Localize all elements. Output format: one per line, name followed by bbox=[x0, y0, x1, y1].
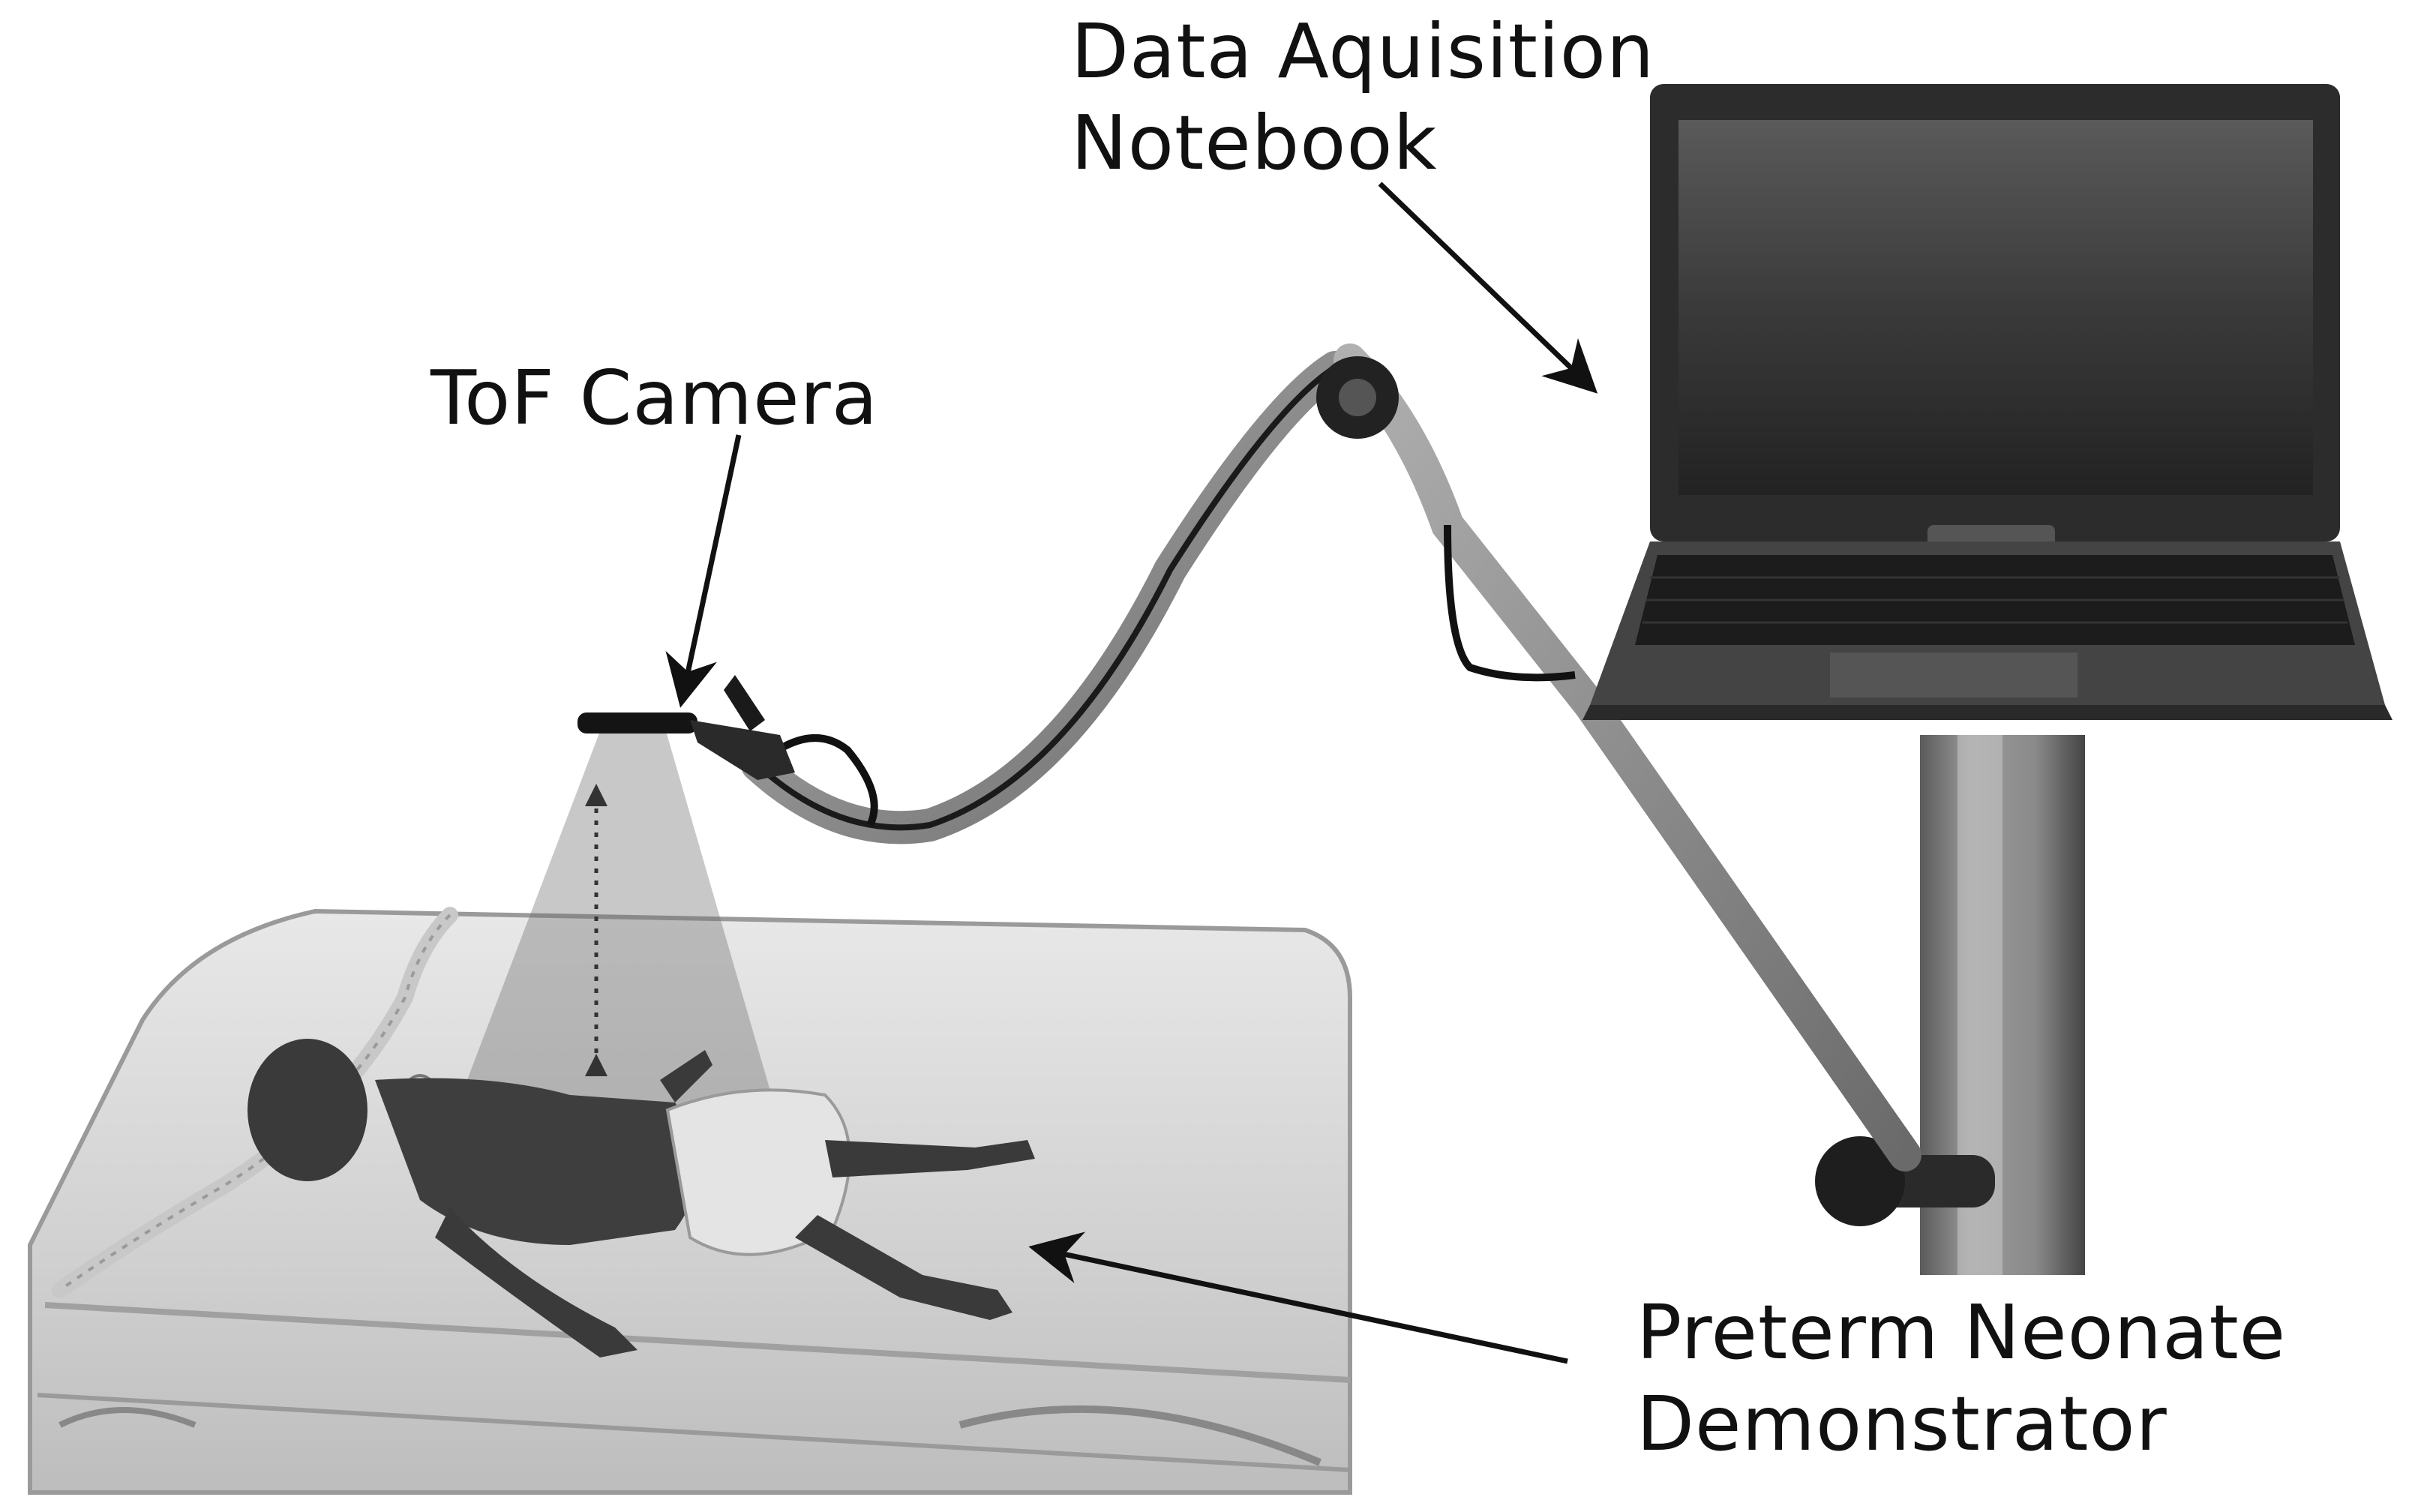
arrow-to-camera bbox=[665, 434, 742, 708]
notebook-label-line2: Notebook bbox=[1071, 99, 1438, 187]
notebook-label: Data Aquisition Notebook bbox=[1071, 6, 1654, 189]
annotation-arrows bbox=[665, 182, 1598, 1364]
tof-camera bbox=[578, 675, 795, 780]
camera-label: ToF Camera bbox=[430, 352, 878, 444]
articulated-mounting-arm bbox=[741, 344, 1922, 1172]
neonate-manikin bbox=[248, 784, 1035, 1358]
neonate-label: Preterm Neonate Demonstrator bbox=[1636, 1287, 2286, 1470]
notebook-label-line1: Data Aquisition bbox=[1071, 8, 1655, 95]
neonate-label-line1: Preterm Neonate bbox=[1636, 1288, 2287, 1376]
laptop-computer bbox=[1582, 84, 2392, 720]
camera-label-text: ToF Camera bbox=[430, 354, 879, 442]
arrow-to-notebook bbox=[1378, 182, 1598, 394]
arrow-to-neonate bbox=[1028, 1232, 1568, 1364]
mobile-stand-pole bbox=[1815, 735, 2085, 1275]
neonate-label-line2: Demonstrator bbox=[1636, 1380, 2168, 1468]
